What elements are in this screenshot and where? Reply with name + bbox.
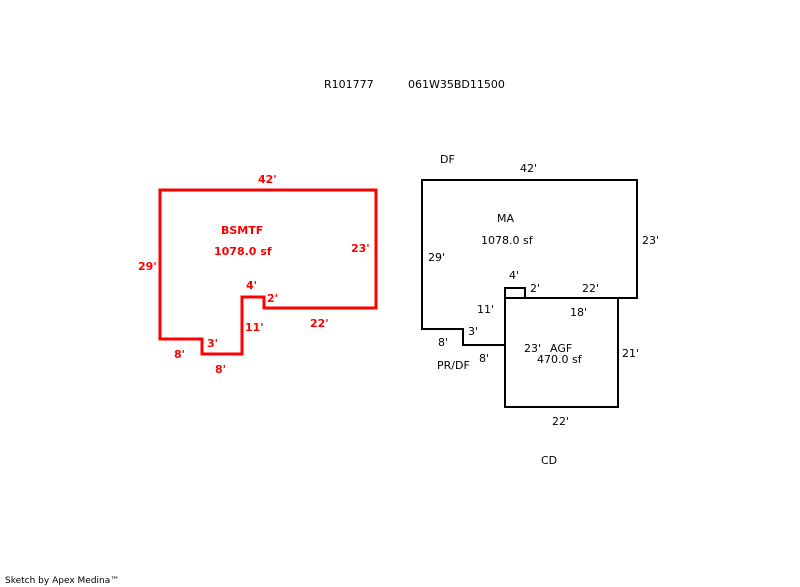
garage-outline <box>504 297 619 408</box>
main-dim-step-vertical: 3' <box>468 325 478 338</box>
main-dim-bottom-right: 22' <box>582 282 599 295</box>
df-label: DF <box>440 153 455 166</box>
main-dim-inner-vertical: 11' <box>477 303 494 316</box>
basement-dim-inner-vertical: 11' <box>245 321 264 334</box>
basement-dim-bottom: 22' <box>310 317 329 330</box>
main-dim-right: 23' <box>642 234 659 247</box>
basement-dim-right: 23' <box>351 242 370 255</box>
basement-dim-step-bottom: 8' <box>215 363 226 376</box>
main-dim-bottom-left: 8' <box>438 336 448 349</box>
main-area-area: 1078.0 sf <box>481 234 534 247</box>
prdf-label: PR/DF <box>437 359 470 372</box>
basement-name: BSMTF <box>221 224 263 237</box>
main-dim-left: 29' <box>428 251 445 264</box>
main-dim-notch-left: 2' <box>530 282 540 295</box>
basement-outline <box>158 188 378 356</box>
basement-dim-left: 29' <box>138 260 157 273</box>
main-dim-step-bottom: 8' <box>479 352 489 365</box>
main-dim-notch-top: 4' <box>509 269 519 282</box>
basement-dim-notch-left: 2' <box>267 292 278 305</box>
basement-dim-step-vertical: 3' <box>207 337 218 350</box>
basement-dim-notch-top: 4' <box>246 279 257 292</box>
cd-label: CD <box>541 454 557 467</box>
basement-area: 1078.0 sf <box>214 245 272 258</box>
garage-name: AGF <box>550 342 572 355</box>
basement-dim-bottom-left: 8' <box>174 348 185 361</box>
garage-dim-right: 21' <box>622 347 639 360</box>
garage-dim-top: 18' <box>570 306 587 319</box>
garage-dim-left: 23' <box>524 342 541 355</box>
main-dim-top: 42' <box>520 162 537 175</box>
footer-credit: Sketch by Apex Medina™ <box>5 576 119 586</box>
parcel-id: R101777 <box>324 78 374 91</box>
basement-dim-top: 42' <box>258 173 277 186</box>
map-tax-lot: 061W35BD11500 <box>408 78 505 91</box>
main-area-outline <box>421 179 638 346</box>
garage-dim-bottom: 22' <box>552 415 569 428</box>
main-area-name: MA <box>497 212 514 225</box>
garage-area: 470.0 sf <box>537 353 583 366</box>
